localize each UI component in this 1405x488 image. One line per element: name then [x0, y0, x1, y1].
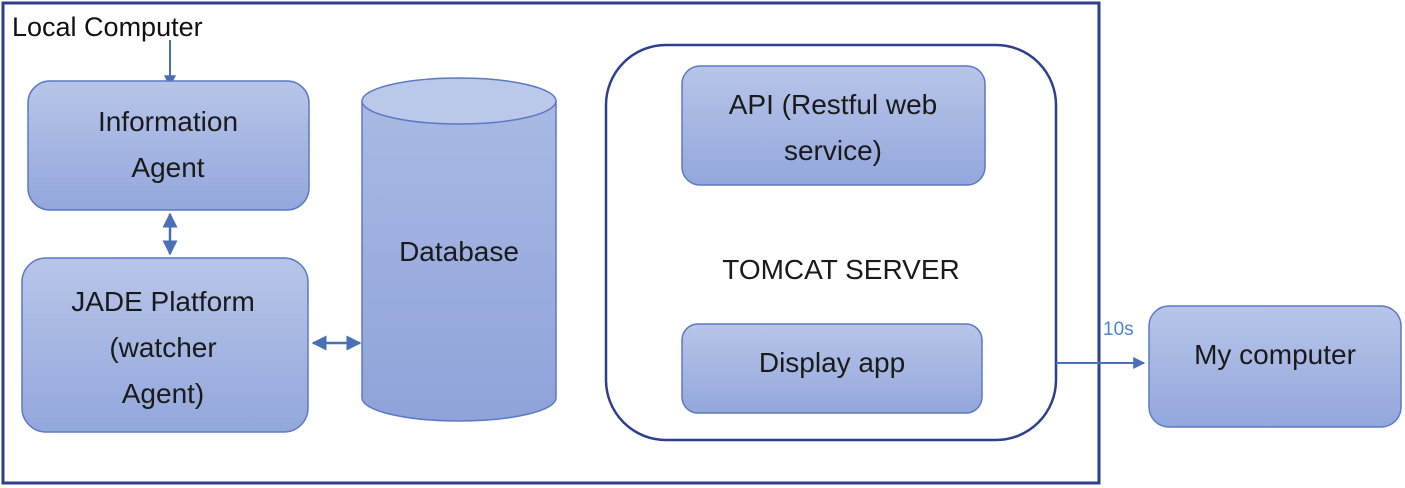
api-line-2: service) [784, 135, 882, 166]
tomcat-server-label: TOMCAT SERVER [722, 254, 960, 285]
display-app-label: Display app [759, 347, 905, 378]
jade-platform-line-2: (watcher [109, 332, 216, 363]
local-computer-frame [1, 1, 1101, 485]
jade-platform-line-3: Agent) [122, 378, 205, 409]
jade-platform-node: JADE Platform (watcher Agent) [21, 257, 309, 433]
api-line-1: API (Restful web [729, 89, 938, 120]
information-agent-node: Information Agent [27, 80, 310, 211]
information-agent-line-2: Agent [131, 152, 204, 183]
api-node: API (Restful web service) [681, 65, 986, 186]
my-computer-node: My computer [1148, 305, 1402, 428]
database-node: Database [361, 77, 557, 422]
interval-label: 10s [1103, 319, 1134, 340]
information-agent-line-1: Information [98, 106, 238, 137]
display-app-node: Display app [681, 323, 983, 414]
local-computer-title: Local Computer [12, 12, 203, 42]
jade-platform-line-1: JADE Platform [71, 286, 255, 317]
database-label: Database [399, 236, 519, 267]
my-computer-label: My computer [1194, 339, 1356, 370]
